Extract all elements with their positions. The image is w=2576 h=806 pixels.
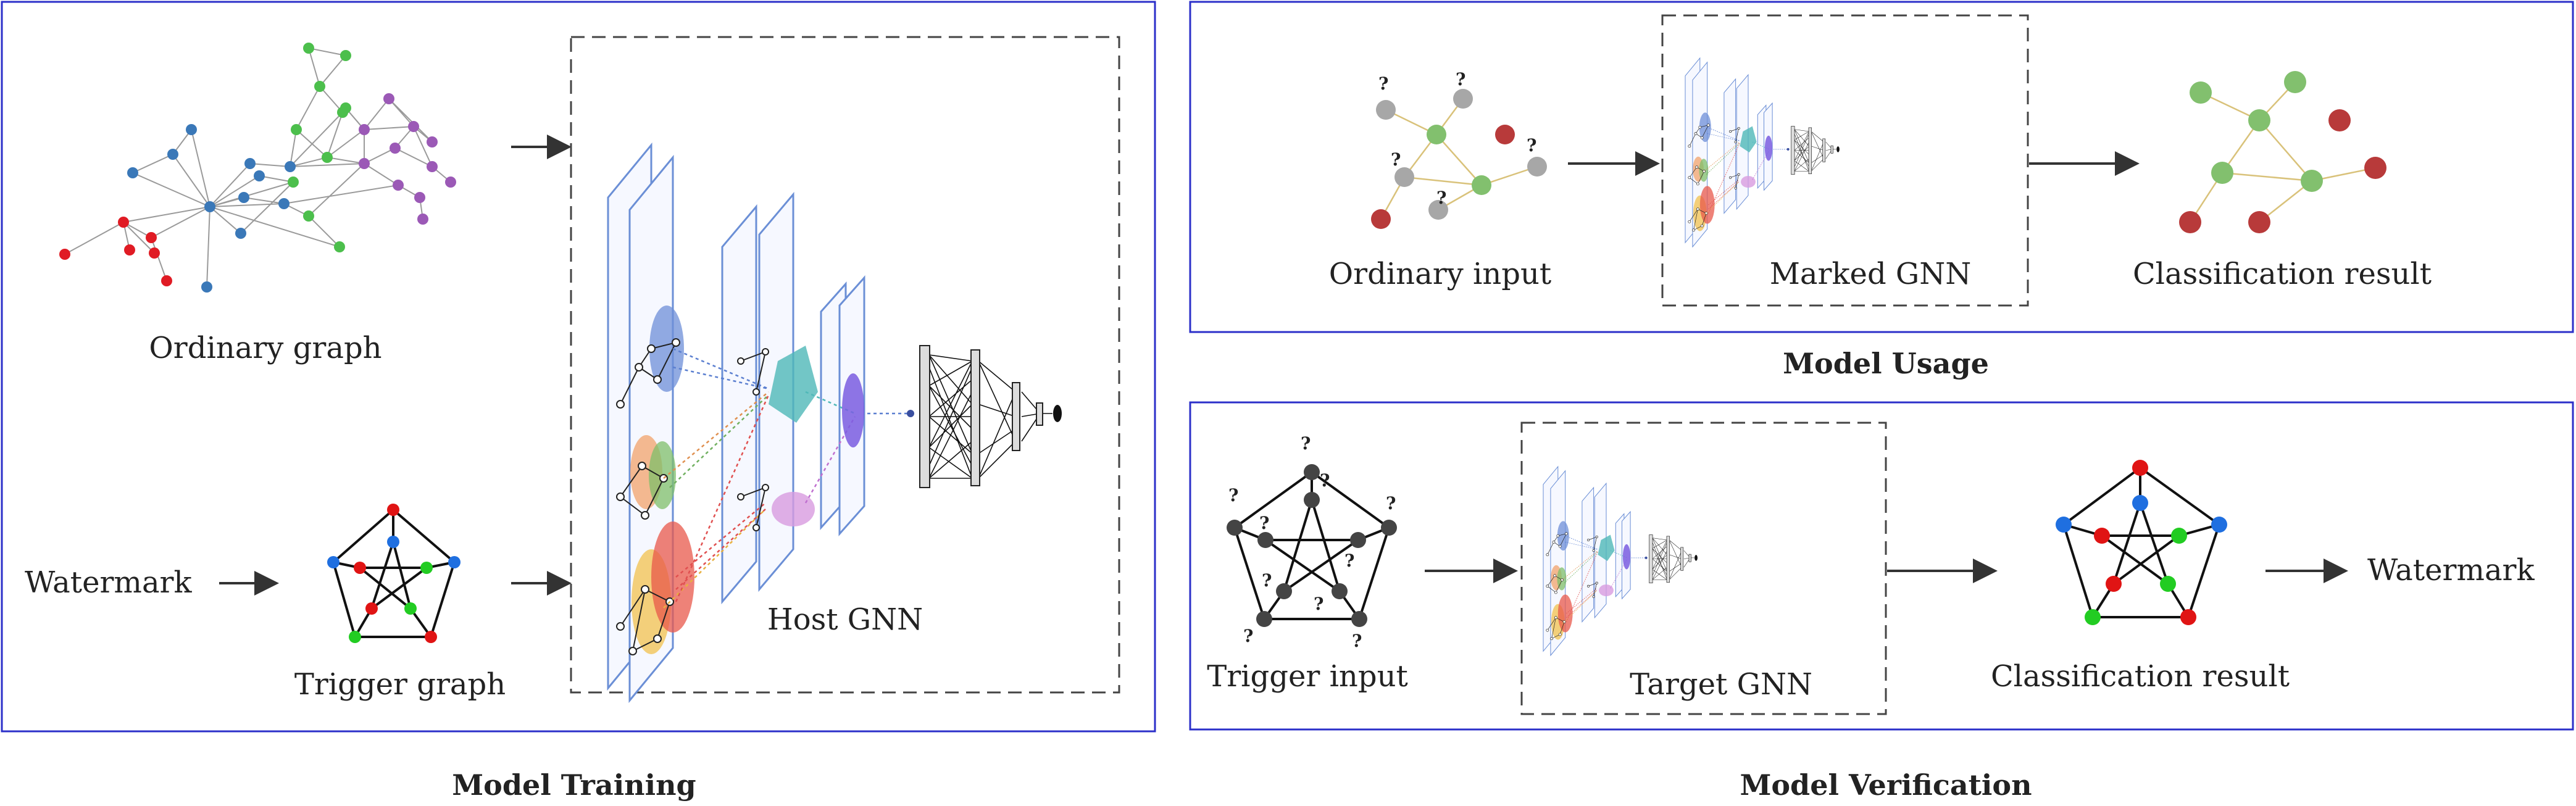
unknown-label-mark: ?: [1228, 485, 1238, 505]
unknown-label-mark: ?: [1352, 631, 1362, 651]
training-panel-border: [1, 1, 1156, 733]
model-usage-title: Model Usage: [1783, 347, 1989, 380]
unknown-label-mark: ?: [1391, 149, 1401, 170]
marked-gnn-box: [1661, 14, 2029, 307]
trigger-input-graph: ? ? ? ? ? ? ? ? ? ?: [1227, 433, 1397, 651]
unknown-label-mark: ?: [1436, 188, 1446, 208]
watermark-output-label: Watermark: [2367, 553, 2535, 588]
ordinary-input-graph: ? ? ? ? ?: [1371, 69, 1547, 229]
watermark-input-label: Watermark: [25, 565, 193, 600]
unknown-label-mark: ?: [1301, 433, 1311, 454]
unknown-label-mark: ?: [1456, 69, 1465, 89]
unknown-label-mark: ?: [1386, 493, 1396, 513]
trigger-graph-label: Trigger graph: [294, 667, 506, 702]
model-verification-panel: ? ? ? ? ? ? ? ? ? ? Trigger input Target…: [1189, 401, 2574, 731]
model-training-panel: Ordinary graph Watermark: [1, 1, 1156, 733]
unknown-label-mark: ?: [1262, 570, 1272, 591]
ordinary-graph-label: Ordinary graph: [149, 331, 381, 365]
trigger-graph: [327, 504, 461, 643]
target-gnn-label: Target GNN: [1630, 667, 1812, 702]
unknown-label-mark: ?: [1259, 513, 1269, 533]
trigger-input-label: Trigger input: [1207, 659, 1408, 694]
usage-classification-result-graph: [2179, 71, 2386, 233]
ordinary-input-label: Ordinary input: [1329, 257, 1551, 291]
verification-result-label: Classification result: [1991, 659, 2290, 694]
model-training-title: Model Training: [452, 768, 696, 802]
ordinary-graph: [59, 43, 456, 293]
model-usage-panel: ? ? ? ? ? Ordinary input Marked GNN: [1189, 1, 2574, 333]
target-gnn-architecture: [1543, 466, 1698, 656]
usage-panel-border: [1189, 1, 2574, 333]
unknown-label-mark: ?: [1527, 135, 1536, 156]
unknown-label-mark: ?: [1314, 594, 1323, 614]
marked-gnn-architecture: [1685, 57, 1840, 247]
unknown-label-mark: ?: [1320, 470, 1330, 491]
unknown-label-mark: ?: [1344, 550, 1354, 571]
model-verification-title: Model Verification: [1740, 768, 2032, 802]
host-gnn-label: Host GNN: [767, 602, 923, 637]
verification-classification-result-graph: [2056, 460, 2227, 625]
host-gnn-box: [570, 36, 1120, 694]
unknown-label-mark: ?: [1378, 73, 1388, 94]
unknown-label-mark: ?: [1243, 626, 1253, 646]
marked-gnn-label: Marked GNN: [1770, 257, 1972, 291]
usage-result-label: Classification result: [2133, 257, 2432, 291]
target-gnn-box: [1520, 422, 1887, 715]
verification-panel-border: [1189, 401, 2574, 731]
